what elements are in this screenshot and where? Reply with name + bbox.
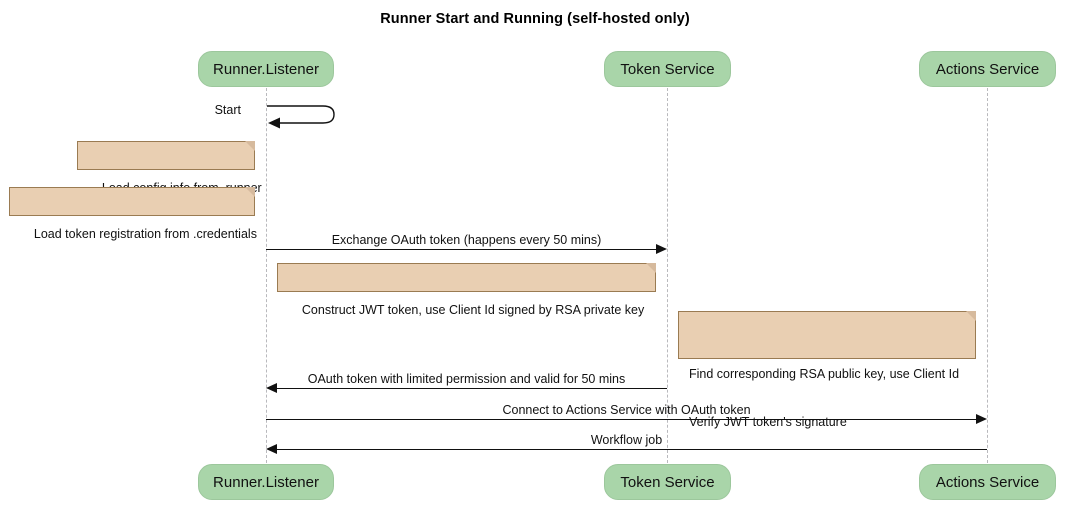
note-fold-icon: [245, 187, 255, 197]
message-connect-actions-service-line[interactable]: [266, 419, 976, 420]
message-start-label: Start: [214, 103, 241, 117]
participant-label: Token Service: [620, 60, 715, 78]
lifeline-token-service: [667, 88, 668, 463]
self-loop-path: [267, 105, 335, 129]
message-exchange-oauth-token-arrowhead: [656, 244, 667, 254]
message-workflow-job-label: Workflow job: [590, 433, 663, 447]
participant-label: Token Service: [620, 473, 715, 491]
note-text-line-2: Verify JWT token's signature: [689, 415, 847, 429]
note-text: Load token registration from .credential…: [33, 227, 257, 241]
message-oauth-token-reply-label: OAuth token with limited permission and …: [307, 372, 626, 386]
lifeline-runner-listener: [266, 88, 267, 463]
message-workflow-job-arrowhead: [266, 444, 277, 454]
note-load-config: Load config info from .runner: [77, 141, 262, 195]
participant-label: Runner.Listener: [213, 473, 319, 491]
participant-runner-listener-top[interactable]: Runner.Listener: [198, 51, 334, 87]
message-oauth-token-reply-arrowhead: [266, 383, 277, 393]
note-text-line-1: Find corresponding RSA public key, use C…: [689, 367, 960, 381]
note-text: Construct JWT token, use Client Id signe…: [301, 303, 645, 317]
note-fold-icon: [245, 141, 255, 151]
participant-label: Runner.Listener: [213, 60, 319, 78]
page-title: Runner Start and Running (self-hosted on…: [380, 11, 690, 27]
message-workflow-job-line[interactable]: [277, 449, 987, 450]
message-exchange-oauth-token-line[interactable]: [266, 249, 656, 250]
message-connect-actions-service-label: Connect to Actions Service with OAuth to…: [502, 403, 751, 417]
lifeline-actions-service: [987, 88, 988, 463]
note-load-token-registration: Load token registration from .credential…: [9, 187, 257, 241]
message-oauth-token-reply-line[interactable]: [277, 388, 667, 389]
participant-token-service-top[interactable]: Token Service: [604, 51, 731, 87]
message-exchange-oauth-token-label: Exchange OAuth token (happens every 50 m…: [331, 233, 602, 247]
participant-token-service-bottom[interactable]: Token Service: [604, 464, 731, 500]
participant-label: Actions Service: [935, 60, 1040, 78]
participant-label: Actions Service: [935, 473, 1040, 491]
participant-actions-service-top[interactable]: Actions Service: [919, 51, 1056, 87]
note-construct-jwt: Construct JWT token, use Client Id signe…: [277, 263, 656, 317]
note-verify-jwt: Find corresponding RSA public key, use C…: [678, 311, 976, 429]
participant-actions-service-bottom[interactable]: Actions Service: [919, 464, 1056, 500]
participant-runner-listener-bottom[interactable]: Runner.Listener: [198, 464, 334, 500]
note-fold-icon: [646, 263, 656, 273]
message-connect-actions-service-arrowhead: [976, 414, 987, 424]
note-fold-icon: [966, 311, 976, 321]
